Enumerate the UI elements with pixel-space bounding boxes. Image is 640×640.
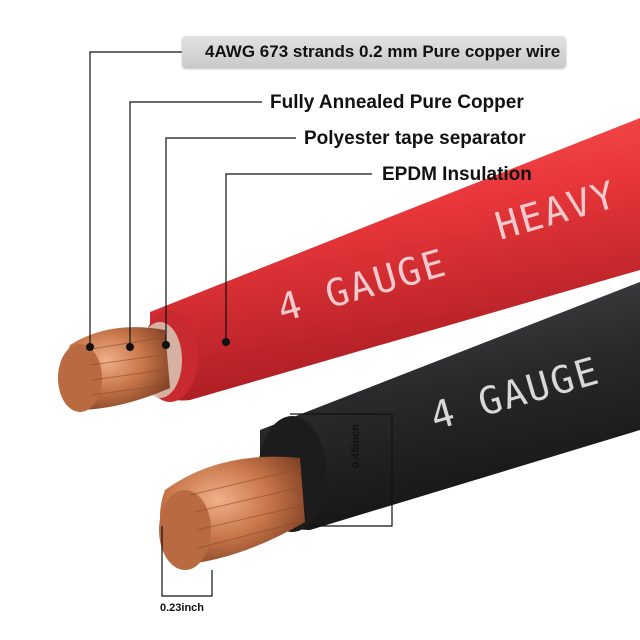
red-strand-lines	[84, 337, 166, 396]
black-cable-jacket	[260, 282, 640, 530]
dim-outer	[290, 413, 393, 527]
dot-tape	[162, 341, 170, 349]
strands-callout-box	[182, 36, 566, 68]
strands-callout: 4AWG 673 strands 0.2 mm Pure copper wire	[205, 42, 561, 61]
conductor-diameter-label: 0.23inch	[160, 602, 205, 614]
leader-tape	[165, 137, 296, 345]
outer-diameter-label: 0.45inch	[350, 423, 362, 468]
dot-annealed	[126, 343, 134, 351]
leader-annealed	[129, 101, 262, 345]
leader-dots	[86, 338, 230, 351]
red-cable-strand-face	[58, 344, 102, 412]
tape-callout: Polyester tape separator	[304, 128, 526, 149]
red-cable-jacket	[150, 118, 640, 401]
leader-strands	[89, 51, 182, 345]
dimension-lines	[161, 413, 393, 597]
dim-conductor	[161, 526, 213, 597]
dot-strands	[86, 343, 94, 351]
leader-lines	[89, 51, 372, 345]
dot-insulation	[222, 338, 230, 346]
leader-insulation	[225, 173, 372, 340]
black-cable-strand-face	[159, 490, 211, 570]
red-cable: 4 GAUGE HEAVY	[58, 118, 640, 412]
annealed-callout: Fully Annealed Pure Copper	[270, 92, 524, 113]
insulation-callout: EPDM Insulation	[382, 164, 532, 185]
black-cable: 4 GAUGE	[159, 282, 640, 570]
black-strand-lines	[189, 469, 301, 549]
